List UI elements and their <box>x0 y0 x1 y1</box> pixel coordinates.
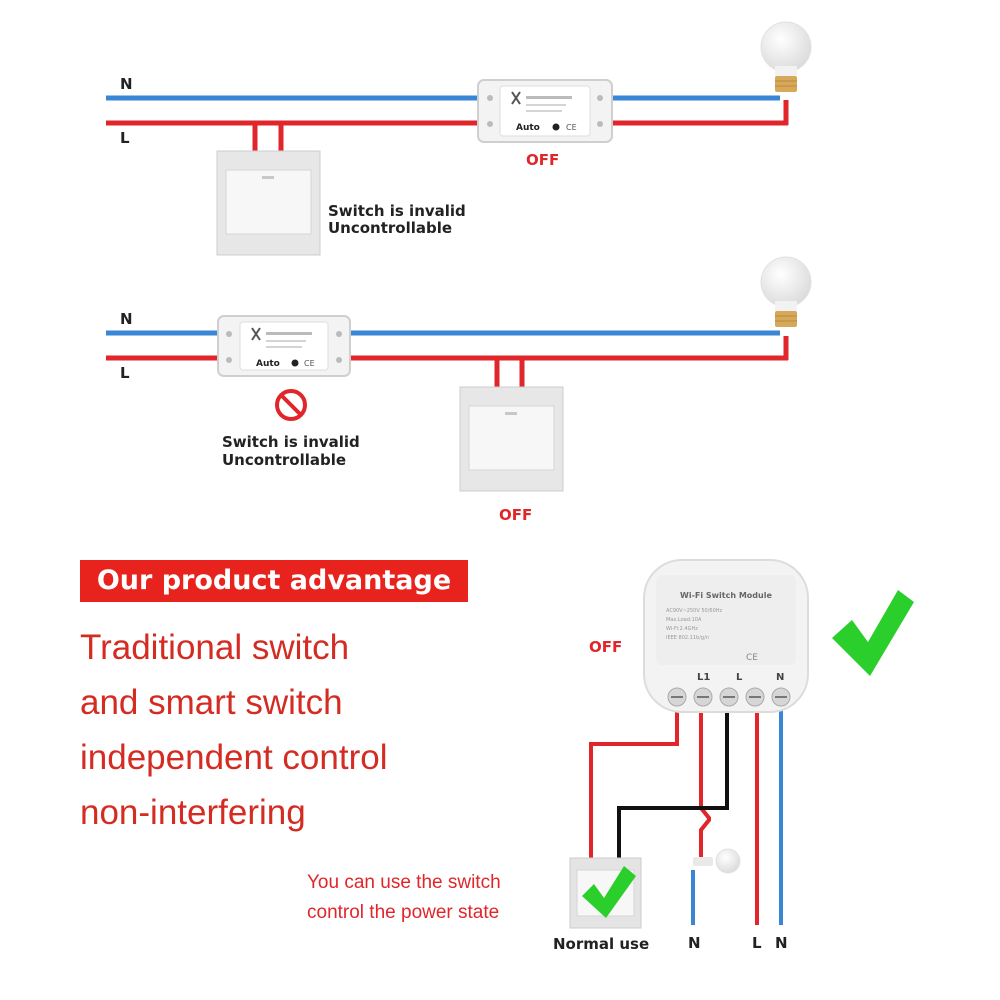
module-spec-1: AC90V~250V 50/60Hz <box>666 608 723 614</box>
bottom-label-n-lamp: N <box>688 934 701 952</box>
wall-switch-normal <box>569 857 642 929</box>
module-spec-4: IEEE 802.11b/g/n <box>666 635 709 641</box>
terminal-screws <box>667 687 791 707</box>
diagram-traditional-switch-1: N L Auto CE OFF <box>106 21 812 256</box>
status-off: OFF <box>589 638 622 656</box>
module-spec-2: Max.Load:10A <box>666 617 702 623</box>
diagram-traditional-switch-2: N L Auto CE Switch is invalid Uncontroll… <box>106 256 812 524</box>
svg-text:CE: CE <box>746 653 758 663</box>
advantage-line-4: non-interfering <box>80 793 306 832</box>
wall-switch <box>459 386 564 492</box>
switch-note-line1: Switch is invalid <box>328 202 466 220</box>
neutral-label: N <box>120 310 133 328</box>
svg-text:CE: CE <box>304 359 315 368</box>
live-label: L <box>120 129 130 147</box>
neutral-label: N <box>120 75 133 93</box>
prohibited-icon <box>275 389 307 421</box>
small-check-icon <box>582 866 636 918</box>
advantage-banner: Our product advantage <box>80 560 468 602</box>
terminal-label-l: L <box>736 672 743 683</box>
switch-note-line2: Uncontrollable <box>222 451 346 469</box>
module-badge: Auto <box>256 359 280 369</box>
advantage-line-2: and smart switch <box>80 683 343 722</box>
signal-wire <box>617 700 729 870</box>
wall-switch <box>216 150 321 256</box>
diagram-smart-module: OFF Wi-Fi Switch Module AC90V~250V 50/60… <box>307 559 914 953</box>
svg-text:CE: CE <box>566 123 577 132</box>
terminal-label-n: N <box>776 672 784 683</box>
status-off: OFF <box>499 506 532 524</box>
module-badge: Auto <box>516 123 540 133</box>
wifi-switch-module: Wi-Fi Switch Module AC90V~250V 50/60Hz M… <box>643 559 809 713</box>
small-bulb-icon <box>693 848 741 874</box>
status-off: OFF <box>526 151 559 169</box>
switch-note-line1: Switch is invalid <box>222 433 360 451</box>
switch-caption: Normal use <box>553 935 649 953</box>
note-line2: control the power state <box>307 902 499 923</box>
live-label: L <box>120 364 130 382</box>
advantage-line-1: Traditional switch <box>80 628 350 667</box>
live-wire-to-lamp <box>699 700 711 862</box>
bottom-label-l: L <box>752 934 762 952</box>
bottom-label-n: N <box>775 934 788 952</box>
smart-relay-module: Auto CE <box>477 79 613 143</box>
switch-note-line2: Uncontrollable <box>328 219 452 237</box>
module-title: Wi-Fi Switch Module <box>680 591 772 600</box>
light-bulb-icon <box>760 256 812 327</box>
advantage-line-3: independent control <box>80 738 388 777</box>
module-spec-3: Wi-Fi:2.4GHz <box>666 626 698 632</box>
note-line1: You can use the switch <box>307 872 501 893</box>
green-check-icon <box>832 590 914 676</box>
smart-relay-module: Auto CE <box>217 315 351 377</box>
light-bulb-icon <box>760 21 812 92</box>
live-wire-to-switch <box>589 700 679 870</box>
terminal-label-l1: L1 <box>697 672 710 683</box>
